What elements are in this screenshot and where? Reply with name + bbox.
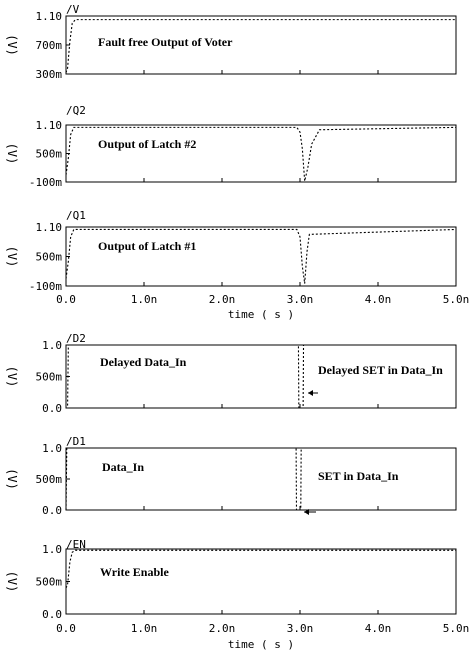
annotation-label: Delayed SET in Data_In — [318, 363, 443, 377]
y-axis-label: (V) — [5, 468, 19, 490]
y-axis-label: (V) — [5, 366, 19, 388]
annotation-label: Data_In — [102, 460, 144, 474]
x-tick-label: 4.0n — [365, 622, 392, 635]
annotation-label: Output of Latch #1 — [98, 239, 196, 253]
y-tick-label: 500m — [36, 148, 63, 161]
x-axis-label: time ( s ) — [228, 638, 294, 651]
x-tick-label: 1.0n — [131, 622, 158, 635]
plot-frame — [65, 548, 457, 615]
x-tick-label: 1.0n — [131, 293, 158, 306]
y-tick-label: 500m — [36, 473, 63, 486]
x-tick-label: 3.0n — [287, 293, 314, 306]
y-tick-label: 300m — [36, 68, 63, 81]
y-tick-label: 1.10 — [36, 10, 63, 23]
waveform-line — [65, 19, 456, 73]
arrow-head — [308, 390, 313, 396]
y-tick-label: 1.0 — [42, 442, 62, 455]
waveform-line — [65, 447, 456, 511]
y-tick-label: 1.0 — [42, 543, 62, 556]
y-tick-label: 0.0 — [42, 504, 62, 517]
x-tick-label: 4.0n — [365, 293, 392, 306]
signal-name: /Q1 — [66, 209, 86, 222]
y-tick-label: 500m — [36, 371, 63, 384]
x-tick-label: 2.0n — [209, 293, 236, 306]
signal-name: /D2 — [66, 332, 86, 345]
x-axis-label: time ( s ) — [228, 308, 294, 321]
arrow-head — [304, 509, 309, 515]
y-tick-label: 0.0 — [42, 608, 62, 621]
signal-name: /Q2 — [66, 104, 86, 117]
y-axis-label: (V) — [5, 246, 19, 268]
signal-name: /D1 — [66, 435, 86, 448]
x-tick-label: 5.0n — [443, 293, 470, 306]
y-tick-label: -100m — [29, 176, 62, 189]
annotation-label: SET in Data_In — [318, 469, 399, 483]
waveform-line — [65, 228, 457, 284]
x-tick-label: 5.0n — [443, 622, 470, 635]
y-tick-label: -100m — [29, 280, 62, 293]
y-tick-label: 0.0 — [42, 402, 62, 415]
plot-frame — [65, 124, 457, 183]
annotation-label: Delayed Data_In — [100, 355, 187, 369]
annotation-label: Fault free Output of Voter — [98, 35, 233, 49]
y-axis-label: (V) — [5, 571, 19, 593]
annotation-label: Write Enable — [100, 565, 169, 579]
y-tick-label: 500m — [36, 251, 63, 264]
y-tick-label: 700m — [36, 39, 63, 52]
x-tick-label: 2.0n — [209, 622, 236, 635]
y-tick-label: 1.10 — [36, 119, 63, 132]
y-tick-label: 1.10 — [36, 221, 63, 234]
y-axis-label: (V) — [5, 34, 19, 56]
waveform-line — [65, 126, 457, 182]
y-tick-label: 1.0 — [42, 339, 62, 352]
waveform-line — [66, 344, 456, 409]
annotation-label: Output of Latch #2 — [98, 137, 196, 151]
y-tick-label: 500m — [36, 576, 63, 589]
plot-frame — [65, 226, 457, 287]
x-tick-label: 0.0 — [56, 622, 76, 635]
signal-name: /EN — [66, 538, 86, 551]
signal-name: /V — [66, 3, 80, 16]
x-tick-label: 3.0n — [287, 622, 314, 635]
x-tick-label: 0.0 — [56, 293, 76, 306]
y-axis-label: (V) — [5, 143, 19, 165]
